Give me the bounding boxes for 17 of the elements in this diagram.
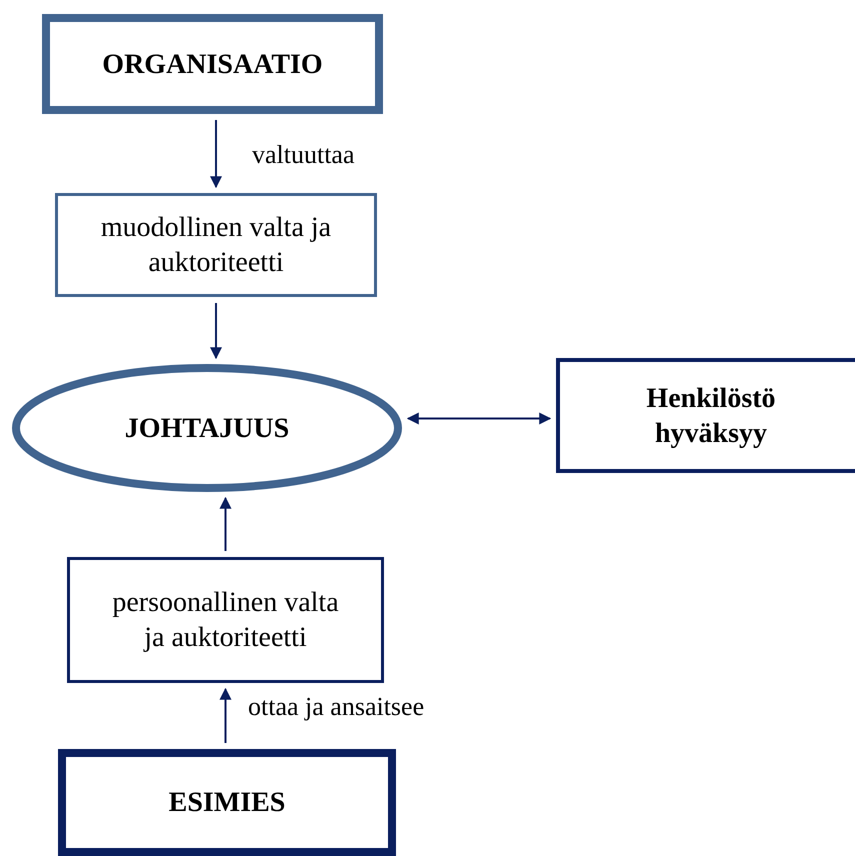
process-box — [556, 358, 855, 473]
arrow — [220, 496, 232, 551]
arrow — [406, 412, 552, 424]
node-text: JOHTAJUUS — [124, 412, 290, 446]
node-text: Henkilöstö hyväksyy — [645, 382, 777, 450]
arrow — [210, 303, 222, 360]
process-box — [42, 14, 383, 114]
arrow — [220, 688, 232, 743]
node-text: muodollinen valta ja auktoriteetti — [100, 211, 332, 280]
ellipse-node — [12, 364, 402, 492]
process-box — [67, 557, 384, 683]
node-text: ORGANISAATIO — [102, 48, 323, 82]
process-box — [58, 749, 396, 856]
node-text: ESIMIES — [168, 786, 286, 820]
arrow — [210, 120, 222, 188]
node-text: persoonallinen valta ja auktoriteetti — [111, 586, 340, 655]
process-box — [55, 193, 377, 297]
